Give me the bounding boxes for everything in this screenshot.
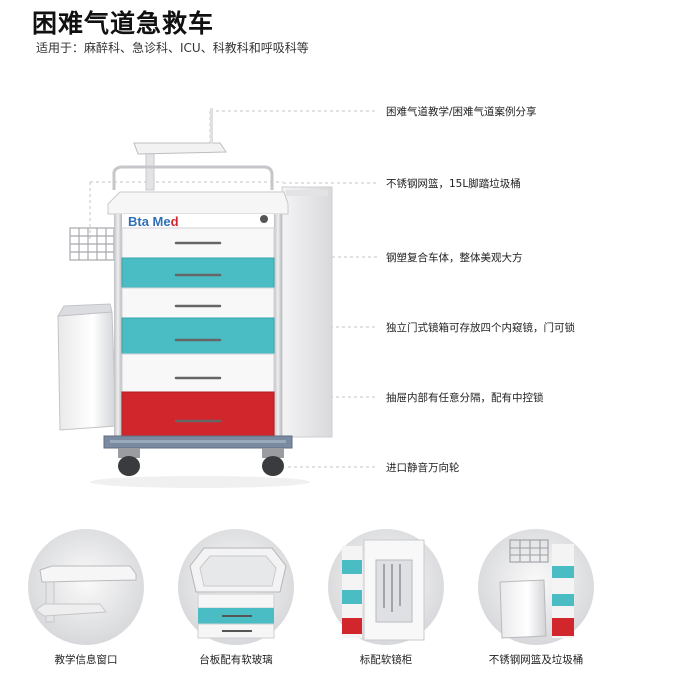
cart-top-board [107, 191, 289, 215]
thumbnail-label-teaching: 教学信息窗口 [54, 654, 118, 666]
drawer-handles [174, 241, 222, 423]
waste-bin [57, 311, 117, 431]
thumbnail-label-top-board: 台板配有软玻璃 [199, 654, 273, 666]
thumbnail-teaching-window [28, 529, 144, 645]
drawer-3 [121, 287, 275, 319]
drawer-5 [121, 353, 275, 393]
teaching-window-pole [145, 147, 155, 191]
callout-scope-cabinet: 独立门式镜箱可存放四个内窥镜，门可锁 [386, 322, 575, 334]
callout-basket-bin: 不锈钢网篮，15L脚踏垃圾桶 [386, 178, 521, 190]
casters [118, 448, 284, 476]
thumbnail-scope-cabinet [328, 529, 444, 645]
brand-logo: Bta Med [128, 214, 179, 229]
top-handle-rail [112, 165, 274, 190]
wire-basket [69, 227, 115, 261]
page-title: 困难气道急救车 [32, 9, 215, 38]
drawers [121, 227, 275, 437]
teaching-window [133, 142, 227, 155]
thumbnail-basket-bin [478, 529, 594, 645]
drawer-6 [121, 391, 275, 437]
thumbnail-label-scope-cabinet: 标配软镜柜 [359, 654, 413, 666]
callout-casters: 进口静音万向轮 [386, 462, 460, 474]
drawer-2 [121, 257, 275, 289]
callout-drawers: 抽屉内部有任意分隔，配有中控锁 [386, 392, 544, 404]
thumbnail-label-basket-bin: 不锈钢网篮及垃圾桶 [488, 654, 584, 666]
page-subtitle: 适用于：麻醉科、急诊科、ICU、科教科和呼吸科等 [36, 41, 309, 55]
side-scope-cabinet [281, 186, 333, 438]
central-lock [260, 215, 268, 223]
thumbnail-top-board [178, 529, 294, 645]
callout-teaching: 困难气道教学/困难气道案例分享 [386, 106, 537, 118]
drawer-4 [121, 317, 275, 355]
callout-body: 钢塑复合车体，整体美观大方 [386, 252, 523, 264]
